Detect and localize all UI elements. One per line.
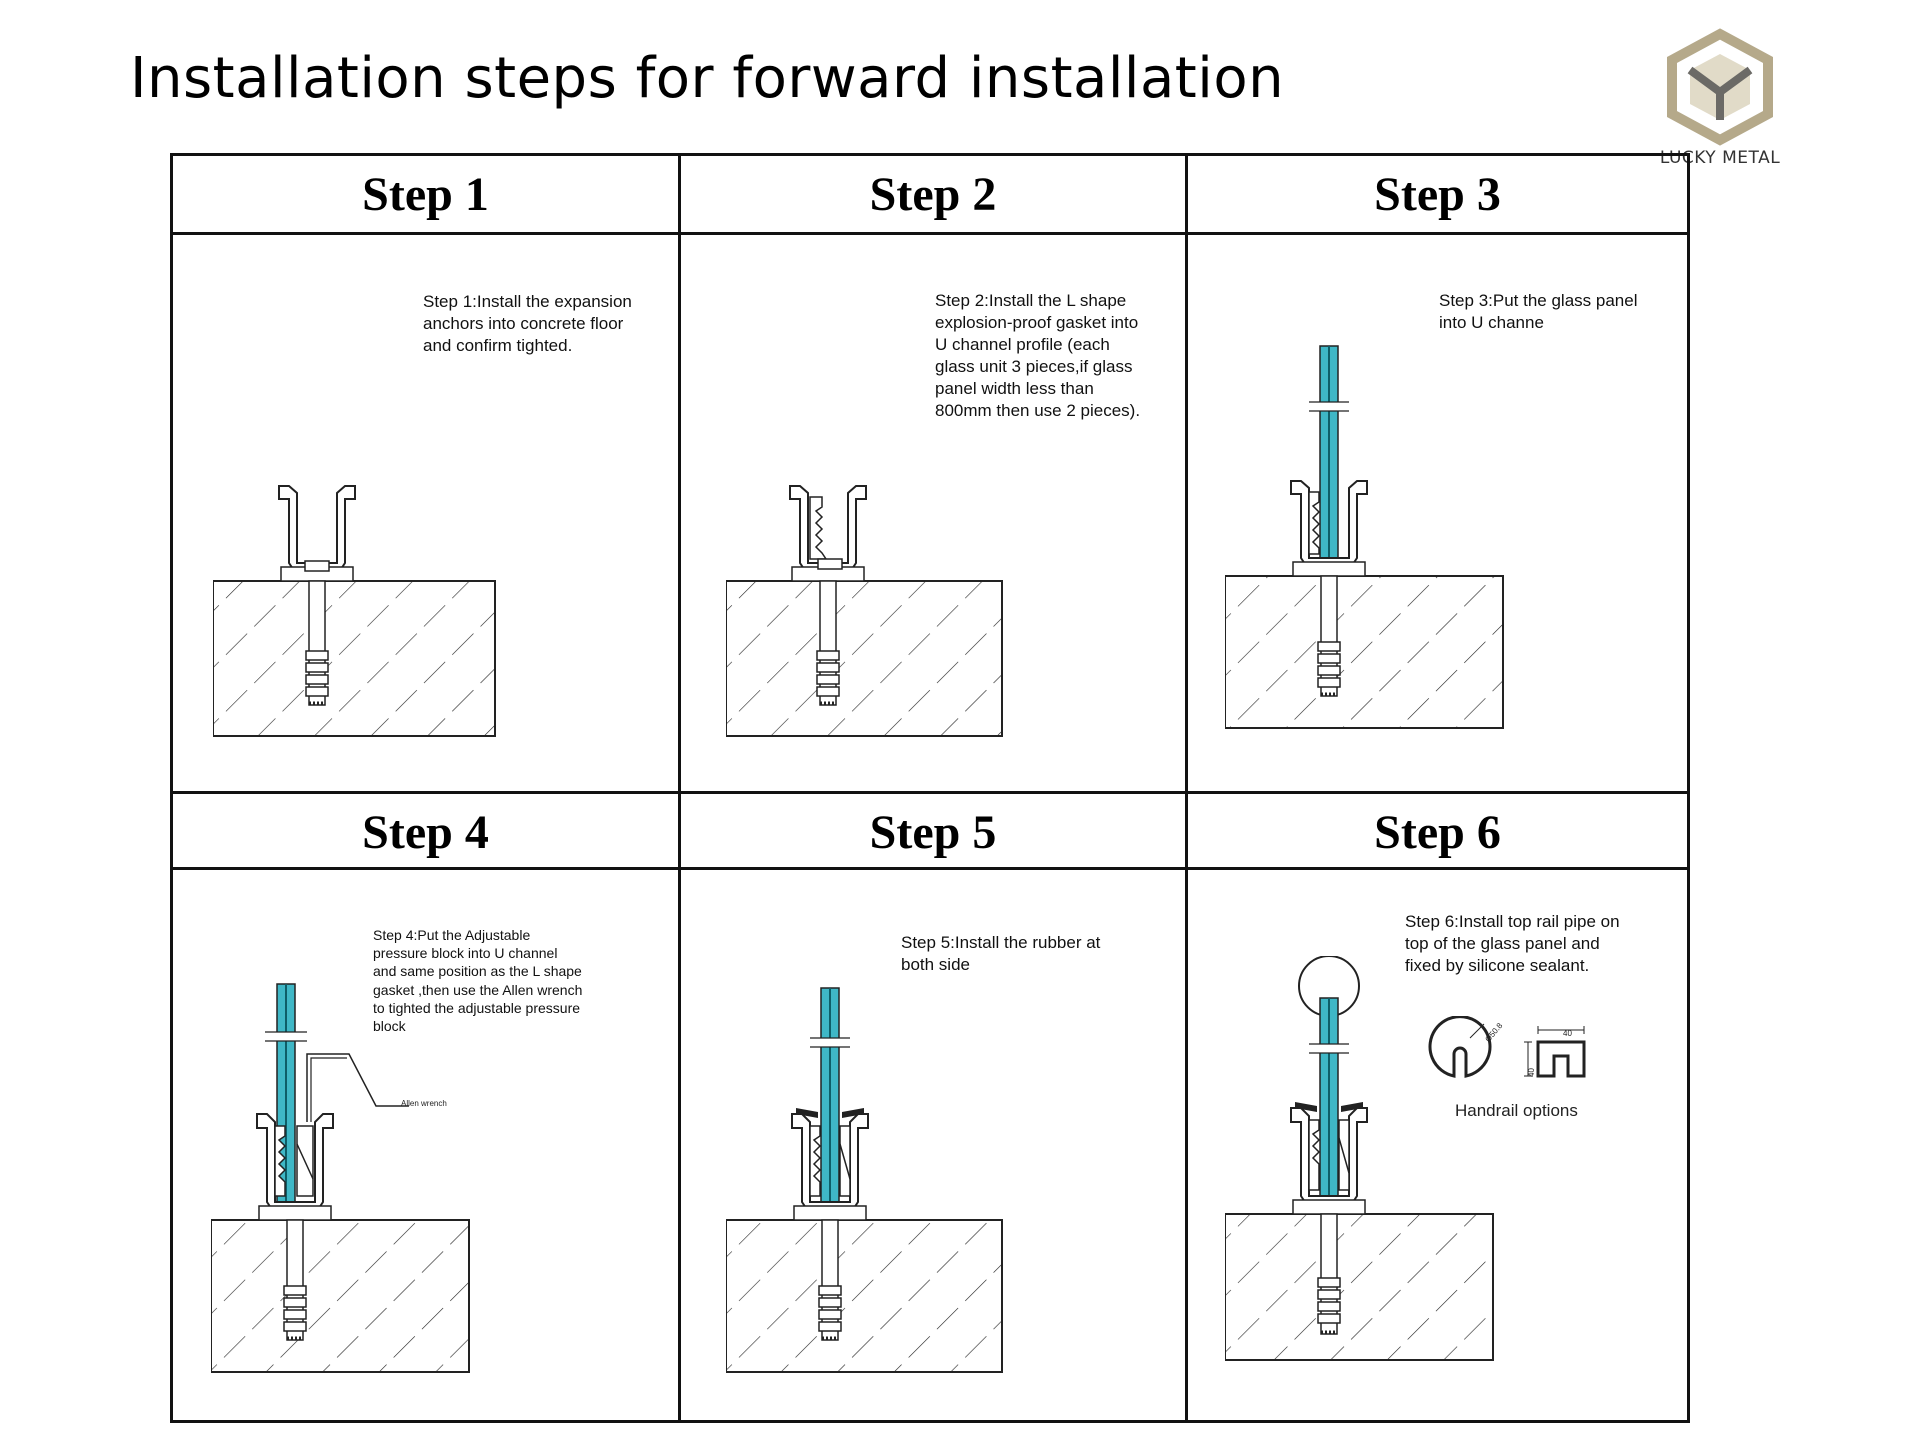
step-4-diagram [211, 983, 470, 1373]
round-handrail-icon [1428, 1016, 1492, 1078]
step-5-note: Step 5:Install the rubber at both side [901, 933, 1101, 975]
step-2-note: Step 2:Install the L shape explosion-pro… [935, 291, 1141, 421]
grid-divider [678, 156, 681, 1420]
concrete-floor [211, 1219, 470, 1373]
step-2-header: Step 2 [869, 167, 997, 221]
handrail-options-label: Handrail options [1455, 1101, 1578, 1120]
concrete-floor [213, 580, 496, 737]
step-1-diagram [213, 485, 496, 737]
concrete-floor [1225, 575, 1504, 729]
concrete-floor [726, 1219, 1003, 1373]
grid-divider [173, 791, 1687, 794]
expansion-anchor [819, 580, 837, 706]
grid-divider [173, 232, 1687, 235]
handrail-options-diagram [1428, 1016, 1586, 1078]
allen-wrench-label: Allen wrench [401, 1099, 447, 1108]
step-1-header: Step 1 [362, 167, 489, 221]
step-3-header: Step 3 [1374, 167, 1501, 221]
steps-grid: Step 1 Step 2 Step 3 Step 4 Step 5 Step … [170, 153, 1690, 1423]
l-shape-gasket [809, 496, 828, 560]
dim-width-label: 40 [1563, 1029, 1572, 1038]
step-4-header: Step 4 [362, 805, 489, 859]
step-1-note: Step 1:Install the expansion anchors int… [423, 292, 632, 356]
step-2-diagram [726, 485, 1003, 737]
page-title: Installation steps for forward installat… [130, 46, 1285, 111]
grid-divider [173, 867, 1687, 870]
square-handrail-icon [1536, 1040, 1586, 1078]
step-3-note: Step 3:Put the glass panel into U channe [1439, 291, 1638, 333]
rubber-strip [796, 1108, 818, 1118]
allen-wrench [306, 1053, 409, 1122]
step-5-header: Step 5 [869, 805, 997, 859]
step-3-diagram [1225, 345, 1504, 729]
rubber-strip [842, 1108, 864, 1118]
concrete-floor [726, 580, 1003, 737]
step-5-diagram [726, 987, 1003, 1373]
step-4-note: Step 4:Put the Adjustable pressure block… [373, 927, 583, 1034]
expansion-anchor [308, 580, 326, 706]
step-6-diagram [1225, 956, 1494, 1361]
grid-divider [1185, 156, 1188, 1420]
step-6-header: Step 6 [1374, 805, 1501, 859]
lucky-metal-logo [1667, 28, 1773, 146]
step-6-note: Step 6:Install top rail pipe on top of t… [1405, 912, 1620, 976]
concrete-floor [1225, 1213, 1494, 1361]
